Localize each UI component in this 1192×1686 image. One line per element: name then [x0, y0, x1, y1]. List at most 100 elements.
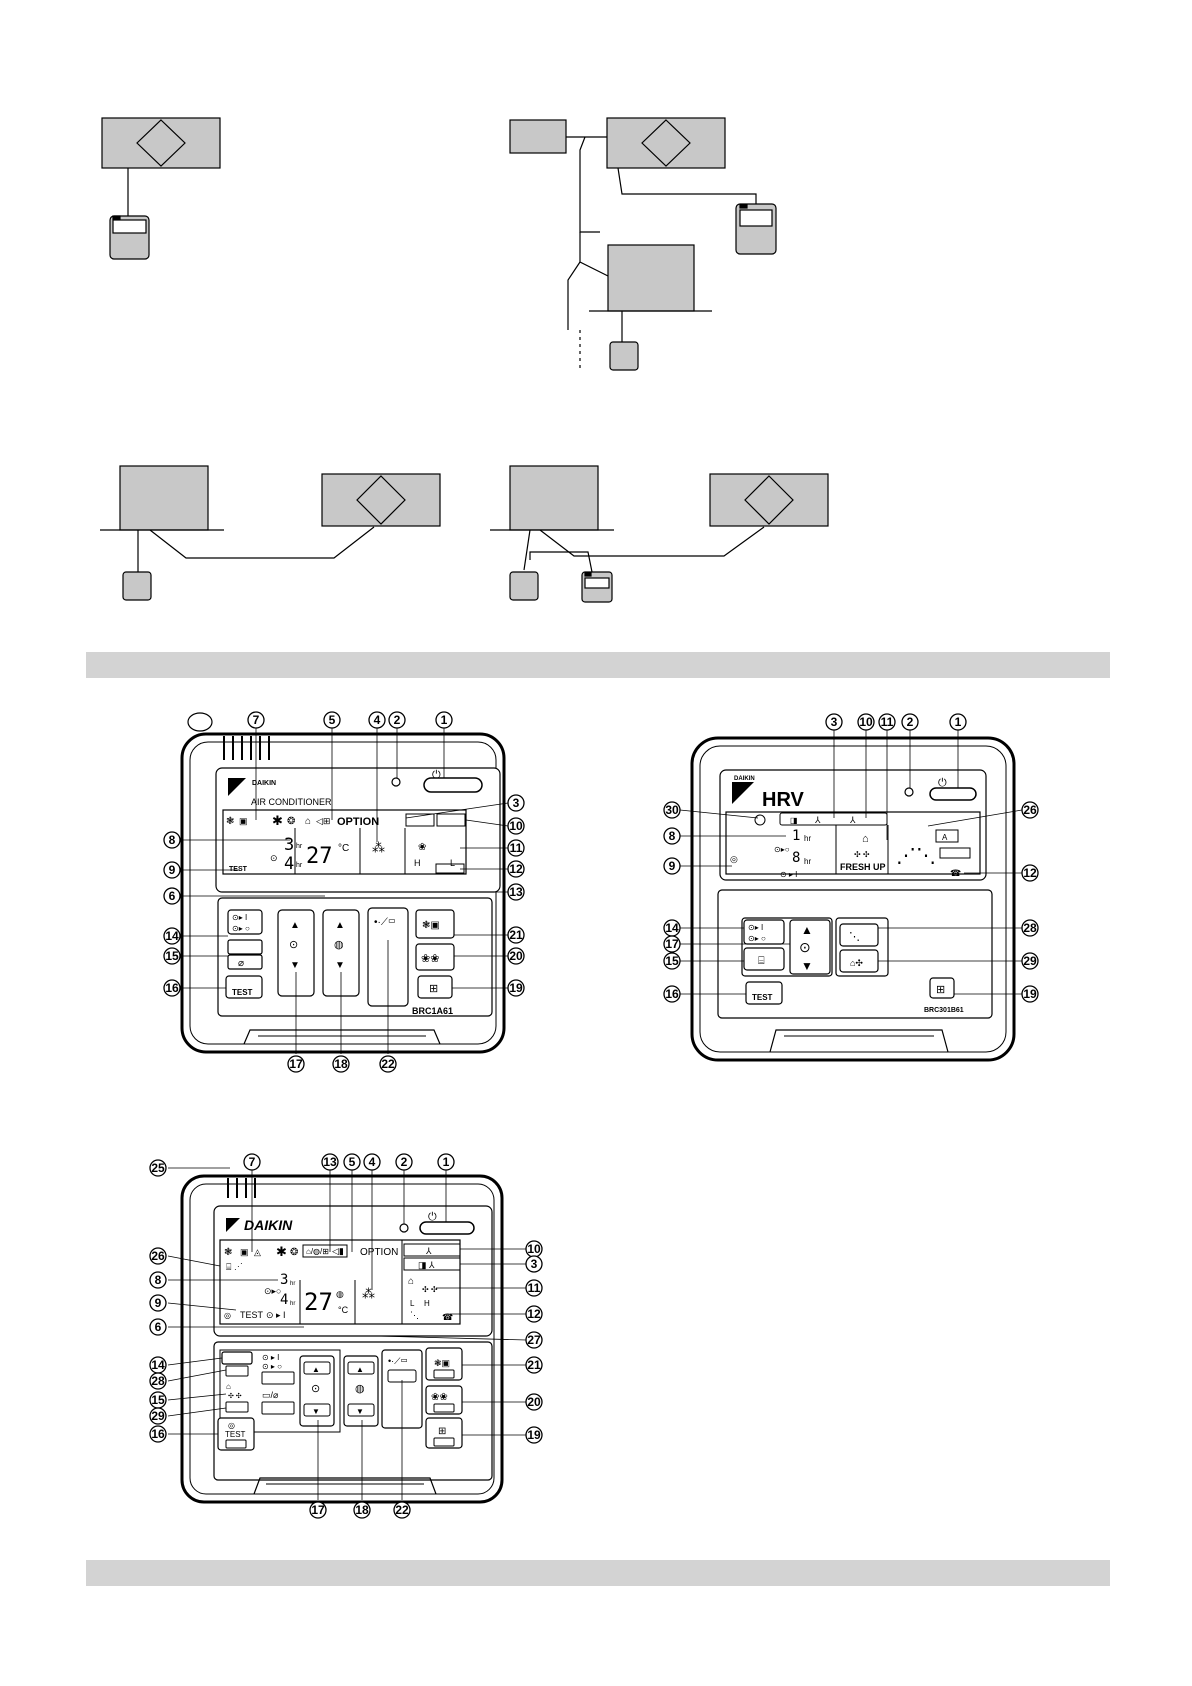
hrv-diamond-icon [641, 119, 691, 167]
fan-speed-button[interactable] [415, 943, 455, 971]
callout-number: 3 [531, 1257, 538, 1271]
home-icon: ⌂ [305, 816, 311, 827]
svg-text:⊙▸ I: ⊙▸ I [232, 913, 247, 922]
option-label: OPTION [360, 1247, 398, 1258]
callout-circle [901, 713, 919, 731]
callout-25-blank [187, 712, 213, 732]
svg-text:✣ ✣: ✣ ✣ [422, 1285, 438, 1294]
callout-number: 5 [329, 713, 336, 727]
timer-mode-button[interactable] [261, 1371, 295, 1385]
test-button-label: TEST [232, 988, 253, 997]
callout-circle [663, 952, 681, 970]
svg-text:◁▮: ◁▮ [332, 1246, 344, 1256]
callout-number: 5 [349, 1155, 356, 1169]
callout-circle [525, 1393, 543, 1411]
svg-text:▲: ▲ [290, 920, 300, 931]
remote-controller-brc1a61: DAIKIN AIR CONDITIONER ⏻ ❃ ▣ ✱ ❂ ⌂ ◁⊞ OP… [163, 711, 525, 1073]
timer-lower-digit: 8 [792, 850, 800, 866]
ventilation-mode-key[interactable] [225, 1365, 249, 1377]
home-icon: ⌂ [862, 833, 869, 845]
callout-number: 11 [510, 841, 523, 855]
power-icon: ⏻ [428, 1211, 437, 1223]
svg-text:⊙: ⊙ [289, 939, 298, 951]
svg-text:⋱: ⋱ [849, 931, 860, 943]
svg-text:⊙ ▸ I: ⊙ ▸ I [780, 870, 797, 879]
remote-box [122, 571, 152, 601]
callout-number: 1 [443, 1155, 450, 1169]
callout-number: 13 [323, 1155, 337, 1169]
callout-circle [507, 926, 525, 944]
callout-number: 2 [394, 713, 401, 727]
on-off-button[interactable] [423, 777, 483, 793]
callout-number: 15 [151, 1393, 165, 1407]
callout-circle [309, 1501, 327, 1519]
callout-number: 8 [155, 1273, 162, 1287]
callout-number: 11 [528, 1281, 541, 1295]
callout-circle [825, 713, 843, 731]
callout-number: 10 [859, 715, 873, 729]
ventilation-mode-button[interactable] [839, 923, 879, 947]
svg-text:⊙ ▸ I: ⊙ ▸ I [266, 1310, 286, 1320]
vent-slots [227, 1178, 256, 1198]
callout-circle [149, 1372, 167, 1390]
set-temperature: 27 [306, 844, 333, 869]
airflow-swing-icon: ⁂ [362, 1286, 375, 1301]
callout-number: 30 [665, 803, 679, 817]
svg-text:⅄: ⅄ [849, 815, 856, 825]
timer-reserve-cancel-button[interactable] [743, 947, 785, 971]
svg-text:•·⟋▭: •·⟋▭ [388, 1356, 408, 1366]
svg-text:⌂✣: ⌂✣ [850, 958, 863, 968]
remote-controller-brc301b61: DAIKIN HRV ⏻ ◨⅄⅄ 1 hr ⊙▸○ 8 hr ⊙ ▸ I ◎ ⌂… [663, 713, 1039, 1062]
callout-circle [363, 1153, 381, 1171]
callout-circle [525, 1255, 543, 1273]
lcd-screen [219, 1239, 461, 1325]
inspection-test-button[interactable] [225, 975, 263, 999]
inspection-test-button[interactable] [745, 981, 783, 1005]
svg-text:▲: ▲ [312, 1365, 320, 1374]
callout-circle [663, 827, 681, 845]
callout-number: 17 [289, 1057, 303, 1071]
callout-number: 18 [334, 1057, 348, 1071]
ventilation-amount-button[interactable] [225, 1401, 249, 1413]
filter-reset-button[interactable] [929, 977, 955, 999]
section-footer-bar [86, 1560, 1110, 1586]
callout-circle [525, 1279, 543, 1297]
timer-upper-hr: hr [290, 1281, 295, 1287]
cool-mode-icon: ✱ [276, 1244, 287, 1259]
timer-mode-button[interactable] [227, 909, 263, 935]
callout-circle [878, 713, 896, 731]
callout-circle [1021, 801, 1039, 819]
on-off-button[interactable] [419, 1221, 475, 1235]
timer-reserve-cancel-button[interactable] [261, 1401, 295, 1415]
inspection-icon: ◎ [730, 854, 738, 864]
test-button-label: TEST [225, 1430, 246, 1439]
test-button-label: TEST [752, 993, 773, 1002]
timer-lower-hr: hr [290, 1301, 295, 1307]
callout-circle [507, 947, 525, 965]
model-label: BRC301B61 [924, 1007, 964, 1014]
fan-speed-l: L [410, 1299, 415, 1308]
timer-upper-hr: hr [804, 834, 811, 843]
timer-clock-icon: ⊙ [270, 853, 278, 863]
vent-slots [223, 736, 270, 760]
svg-text:⊙▸ ○: ⊙▸ ○ [232, 924, 250, 933]
callout-circle [663, 985, 681, 1003]
callout-number: 10 [509, 819, 523, 833]
callout-number: 14 [165, 929, 179, 943]
timer-cancel-button[interactable] [227, 954, 263, 970]
timer-reserve-button[interactable] [227, 939, 263, 955]
callout-circle [507, 883, 525, 901]
ventilation-mode-button[interactable] [221, 1351, 253, 1365]
callout-circle [149, 1294, 167, 1312]
timer-updown-button[interactable] [789, 919, 831, 975]
filter-reset-button[interactable] [417, 975, 453, 999]
operation-mode-button[interactable] [415, 909, 455, 939]
callout-number: 16 [151, 1427, 165, 1441]
operation-lamp [904, 787, 914, 797]
callout-circle [1021, 919, 1039, 937]
callout-number: 21 [527, 1358, 541, 1372]
callout-circle [149, 1159, 167, 1177]
on-off-button[interactable] [929, 787, 977, 801]
